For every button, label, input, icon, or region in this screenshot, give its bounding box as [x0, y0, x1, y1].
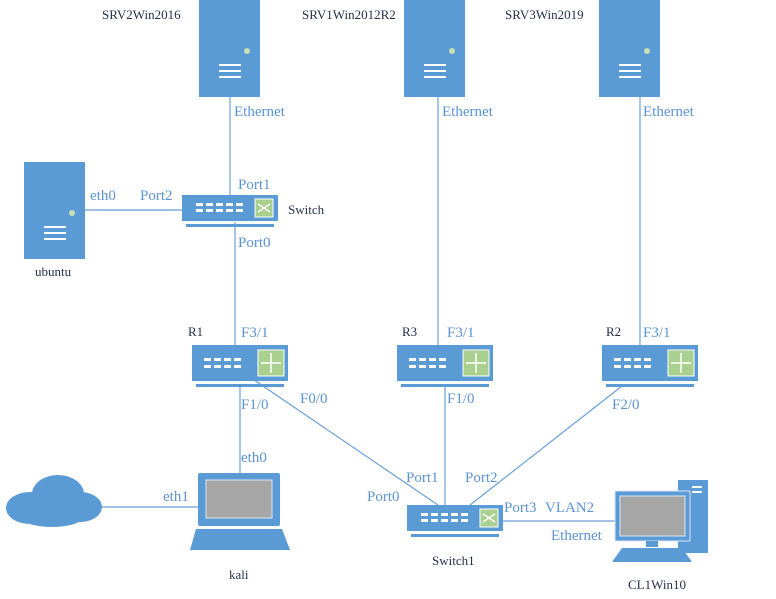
switch-icon[interactable] — [182, 195, 278, 227]
router-icon[interactable] — [601, 344, 699, 388]
kali-name: kali — [229, 567, 249, 582]
port-label: F3/1 — [643, 325, 671, 341]
port-label: F0/0 — [300, 391, 328, 407]
vlan-label: VLAN2 — [545, 500, 594, 516]
port-label: F3/1 — [241, 325, 269, 341]
port-label: Ethernet — [551, 528, 603, 544]
router-icon[interactable] — [191, 344, 289, 388]
port-label: Ethernet — [643, 104, 695, 120]
port-label: Port1 — [238, 177, 271, 193]
switch-icon[interactable] — [407, 505, 503, 537]
server-icon[interactable] — [24, 162, 85, 259]
srv1-name: SRV1Win2012R2 — [302, 7, 396, 22]
port-label: Ethernet — [234, 104, 286, 120]
switch1-name: Switch1 — [432, 553, 475, 568]
link-r2-switch1 — [469, 385, 623, 506]
port-label: Port1 — [406, 470, 439, 486]
port-label: Port3 — [504, 500, 537, 516]
srv3-name: SRV3Win2019 — [505, 7, 584, 22]
port-label: Port2 — [140, 188, 173, 204]
srv2-name: SRV2Win2016 — [102, 7, 181, 22]
port-label: Port0 — [367, 489, 400, 505]
link-r1-switch1 — [234, 366, 439, 506]
port-label: F2/0 — [612, 397, 640, 413]
port-label: F3/1 — [447, 325, 475, 341]
cl1-name: CL1Win10 — [628, 577, 686, 592]
port-label: F1/0 — [447, 391, 475, 407]
port-label: Port2 — [465, 470, 498, 486]
ubuntu-name: ubuntu — [35, 264, 72, 279]
port-label: eth1 — [163, 489, 189, 505]
server-icon[interactable] — [404, 0, 465, 97]
server-icon[interactable] — [199, 0, 260, 97]
r3-name: R3 — [402, 324, 417, 339]
switch-name: Switch — [288, 202, 325, 217]
laptop-icon[interactable] — [190, 473, 290, 550]
cloud-icon[interactable] — [6, 475, 102, 527]
port-label: eth0 — [241, 450, 267, 466]
router-icon[interactable] — [396, 344, 494, 388]
r1-name: R1 — [188, 324, 203, 339]
port-label: Ethernet — [442, 104, 494, 120]
port-label: Port0 — [238, 235, 271, 251]
port-label: F1/0 — [241, 397, 269, 413]
server-icon[interactable] — [599, 0, 660, 97]
desktop-pc-icon[interactable] — [612, 480, 708, 562]
port-label: eth0 — [90, 188, 116, 204]
r2-name: R2 — [606, 324, 621, 339]
